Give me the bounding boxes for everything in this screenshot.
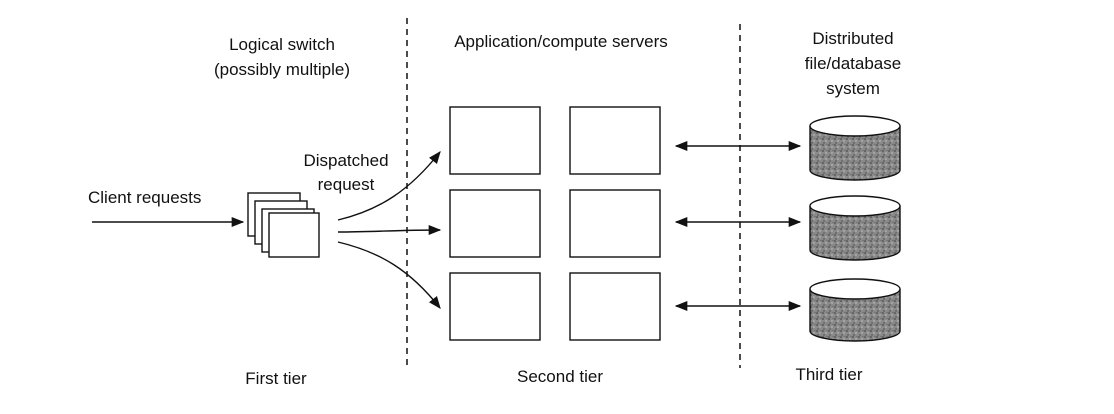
logical-switch-sublabel: (possibly multiple)	[214, 60, 350, 79]
server-box	[449, 189, 541, 258]
logical-switch-stack	[247, 192, 320, 258]
dispatch-arrow-top	[337, 151, 441, 221]
server-box	[569, 189, 661, 258]
server-grid	[449, 106, 661, 341]
distributed-label: Distributed	[812, 29, 893, 48]
logical-switch-label: Logical switch	[229, 35, 335, 54]
server-box	[449, 106, 541, 175]
dispatched-request-label: Dispatched	[303, 151, 388, 170]
client-requests-label: Client requests	[88, 188, 201, 207]
database-cylinder-icon	[809, 195, 901, 261]
database-cylinder-icon	[809, 115, 901, 181]
dispatch-arrow-middle	[337, 224, 442, 236]
first-tier-label: First tier	[245, 369, 307, 388]
database-cylinder-icon	[809, 278, 901, 342]
server-box	[569, 272, 661, 341]
second-tier-label: Second tier	[517, 367, 603, 386]
dispatch-arrow-bottom	[337, 241, 441, 309]
server-box	[569, 106, 661, 175]
dispatched-request-sublabel: request	[318, 175, 375, 194]
server-box	[449, 272, 541, 341]
app-servers-label: Application/compute servers	[454, 32, 668, 51]
third-tier-label: Third tier	[795, 365, 862, 384]
distributed-label-line2: file/database	[805, 54, 901, 73]
distributed-label-line3: system	[826, 79, 880, 98]
